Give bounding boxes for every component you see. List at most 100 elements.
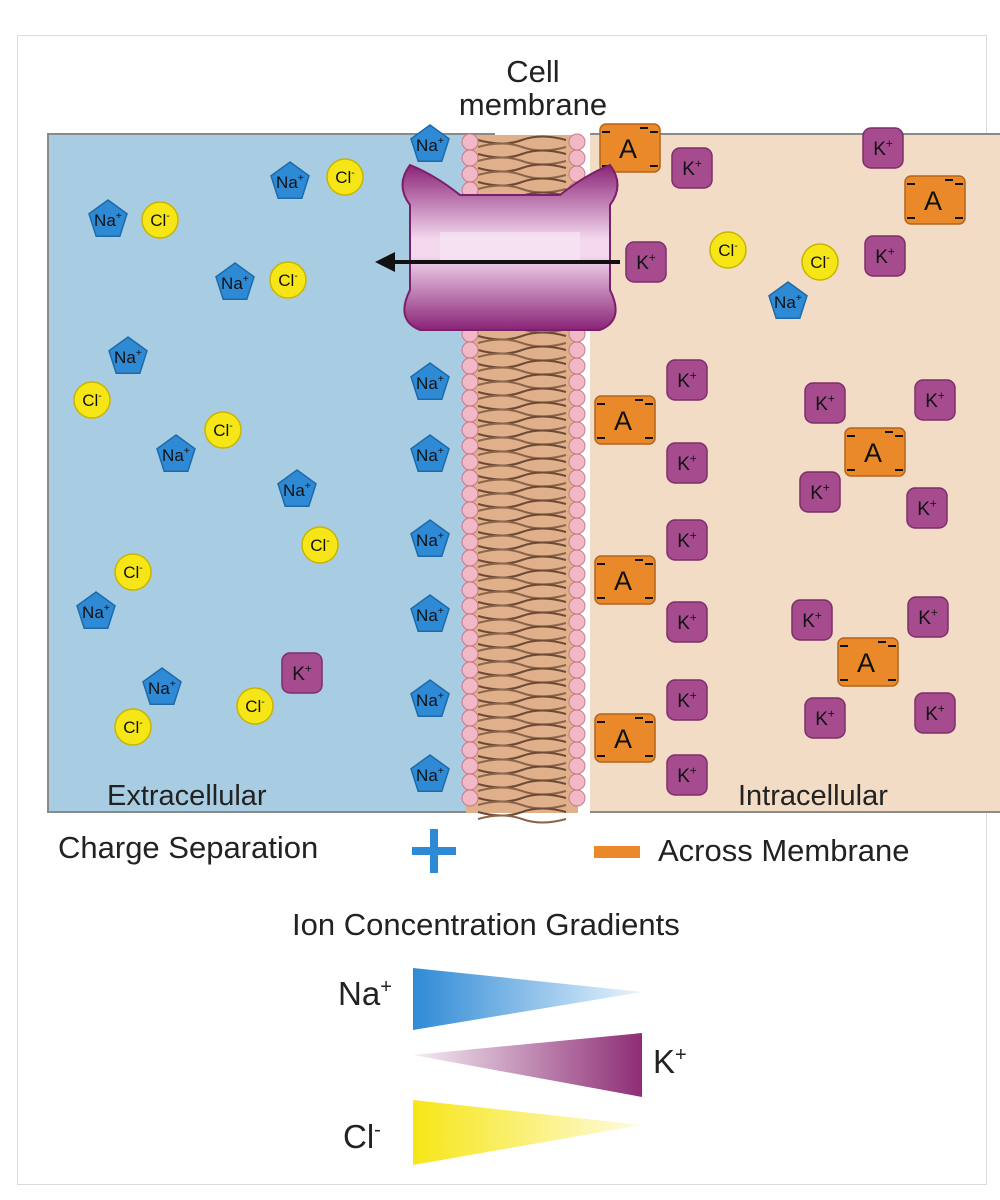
lipid-tail	[477, 352, 567, 362]
chloride-ion-shape	[114, 708, 152, 746]
anion-shape	[594, 395, 656, 445]
lipid-tail	[477, 401, 567, 411]
sodium-ion: Na+	[88, 199, 128, 237]
lipid-tail	[477, 170, 567, 180]
sodium-ion-shape	[410, 362, 450, 400]
sodium-ion-label: Na+	[416, 135, 444, 155]
potassium-ion-shape	[666, 359, 708, 401]
lipid-head	[461, 421, 479, 439]
potassium-ion-shape	[666, 754, 708, 796]
anion-shape	[904, 175, 966, 225]
lipid-head	[568, 709, 586, 727]
lipid-tail	[477, 520, 567, 530]
lipid-head	[461, 149, 479, 167]
lipid-head	[568, 389, 586, 407]
sodium-ion-shape	[142, 667, 182, 705]
lipid-tail	[477, 779, 567, 789]
chloride-ion-shape	[709, 231, 747, 269]
lipid-tail	[477, 674, 567, 684]
sodium-ion-label: Na+	[416, 605, 444, 625]
lipid-tail	[477, 611, 567, 621]
sodium-ion: Na+	[108, 336, 148, 374]
lipid-head	[461, 757, 479, 775]
lipid-tail	[477, 135, 567, 145]
potassium-ion-label: K+	[925, 702, 945, 725]
potassium-ion: K+	[666, 754, 708, 796]
gradient-label-sodium: Na+	[338, 975, 392, 1013]
lipid-tail	[477, 646, 567, 656]
potassium-ion-label: K+	[677, 452, 697, 475]
lipid-tail	[477, 429, 567, 439]
potassium-ion: K+	[666, 442, 708, 484]
chloride-ion-shape	[114, 553, 152, 591]
lipid-tail	[477, 639, 567, 649]
anion: A	[904, 175, 966, 225]
sodium-ion: Na+	[76, 591, 116, 629]
lipid-tail	[477, 359, 567, 369]
chloride-ion: Cl-	[236, 687, 274, 725]
lipid-head	[568, 773, 586, 791]
lipid-tail	[477, 471, 567, 481]
gradient-label-chloride-ion: Cl	[343, 1118, 375, 1155]
ion-layer: Na+Na+Na+Na+Na+Na+Na+Na+Cl-Cl-Cl-Cl-Cl-C…	[73, 123, 966, 796]
potassium-ion: K+	[666, 601, 708, 643]
lipid-head	[568, 725, 586, 743]
gradient-label-potassium-charge: +	[675, 1044, 687, 1066]
sodium-gradient-wedge	[413, 968, 642, 1030]
potassium-ion-shape	[666, 442, 708, 484]
potassium-ion-shape	[804, 697, 846, 739]
sodium-ion-shape	[277, 469, 317, 507]
lipid-head	[568, 501, 586, 519]
potassium-ion-label: K+	[917, 497, 937, 520]
sodium-ion-shape	[156, 434, 196, 472]
potassium-ion-label: K+	[875, 245, 895, 268]
potassium-ion-label: K+	[677, 529, 697, 552]
lipid-head	[461, 533, 479, 551]
lipid-tail	[477, 814, 567, 824]
potassium-ion: K+	[907, 596, 949, 638]
lipid-head	[568, 629, 586, 647]
lipid-head	[568, 517, 586, 535]
ion-channel	[375, 163, 620, 331]
lipid-head	[568, 341, 586, 359]
potassium-ion-label: K+	[677, 611, 697, 634]
potassium-ion: K+	[671, 147, 713, 189]
lipid-head	[568, 533, 586, 551]
potassium-ion: K+	[864, 235, 906, 277]
lipid-tail	[477, 506, 567, 516]
sodium-ion-label: Na+	[416, 373, 444, 393]
chloride-ion-shape	[236, 687, 274, 725]
anion-label: A	[924, 186, 942, 216]
cell-membrane-title-line2: membrane	[458, 87, 608, 122]
chloride-ion-shape	[73, 381, 111, 419]
sodium-ion: Na+	[277, 469, 317, 507]
lipid-head	[568, 581, 586, 599]
cell-membrane-title: Cell membrane	[413, 55, 653, 121]
lipid-tail	[477, 163, 567, 173]
sodium-ion-label: Na+	[221, 273, 249, 293]
potassium-ion-shape	[666, 601, 708, 643]
lipid-tail	[477, 709, 567, 719]
chloride-ion-label: Cl-	[245, 696, 265, 716]
lipid-tail	[477, 723, 567, 733]
potassium-ion-label: K+	[292, 662, 312, 685]
lipid-tail	[477, 338, 567, 348]
anion-shape	[599, 123, 661, 173]
chloride-ion-label: Cl-	[810, 252, 830, 272]
lipid-head	[461, 453, 479, 471]
potassium-ion-label: K+	[815, 707, 835, 730]
lipid-head	[568, 613, 586, 631]
lipid-tail	[477, 583, 567, 593]
chloride-ion-label: Cl-	[718, 240, 738, 260]
sodium-ion-label: Na+	[162, 445, 190, 465]
lipid-head	[568, 149, 586, 167]
gradient-wedges	[413, 968, 642, 1165]
lipid-head	[568, 421, 586, 439]
chloride-ion-label: Cl-	[335, 167, 355, 187]
lipid-head	[461, 341, 479, 359]
lipid-head	[568, 485, 586, 503]
lipid-head	[461, 405, 479, 423]
lipid-tail	[477, 149, 567, 159]
sodium-ion-label: Na+	[416, 530, 444, 550]
